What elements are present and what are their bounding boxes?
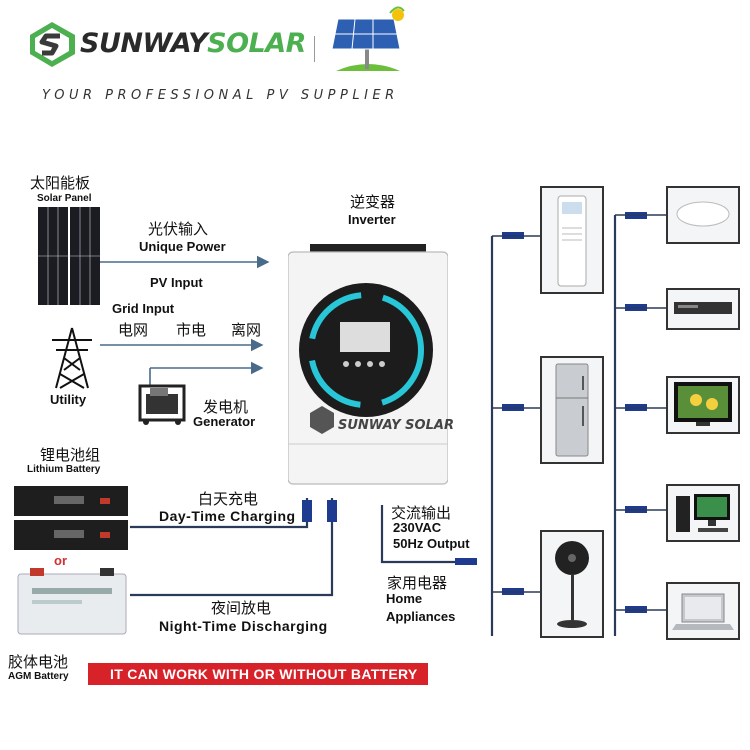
inverter-label-en: Inverter [348, 212, 396, 227]
lithium-label-en: Lithium Battery [27, 464, 101, 475]
generator-label-cn: 发电机 [203, 398, 249, 416]
utility-label: Utility [50, 392, 87, 407]
grid-cn-2: 市电 [176, 321, 207, 339]
grid-cn-1: 电网 [118, 321, 149, 339]
solar-panel-label-en: Solar Panel [37, 193, 92, 204]
brand-name-part2: SOLAR [207, 28, 306, 59]
header-divider [314, 36, 315, 62]
agm-label-en: AGM Battery [8, 671, 69, 682]
solar-panel-label-cn: 太阳能板 [30, 174, 91, 192]
brand-name-part1: SUNWAY [80, 28, 208, 59]
appliances-label-cn: 家用电器 [387, 574, 448, 592]
tagline: YOUR PROFESSIONAL PV SUPPLIER [42, 88, 399, 103]
output-line2: 50Hz Output [393, 536, 470, 551]
appliances-label-en1: Home [386, 591, 423, 606]
television-image [666, 376, 740, 434]
output-label-cn: 交流输出 [391, 504, 452, 522]
air-conditioner-image [540, 186, 604, 294]
inverter-brand: SUNWAY SOLAR [338, 418, 454, 433]
grid-input-title: Grid Input [112, 301, 175, 316]
or-label: or [54, 553, 67, 568]
agm-label-cn: 胶体电池 [8, 653, 69, 671]
lithium-label-cn: 锂电池组 [40, 446, 101, 464]
pv-link-en1: Unique Power [139, 239, 226, 254]
laptop-image [666, 582, 740, 640]
agm-battery-image [16, 568, 128, 636]
night-discharging-en: Night-Time Discharging [159, 618, 328, 634]
header-solar-icon [328, 5, 408, 77]
night-discharging-cn: 夜间放电 [211, 599, 272, 617]
day-charging-cn: 白天充电 [198, 490, 259, 508]
utility-tower-icon [48, 326, 96, 390]
brand-name: SUNWAYSOLAR [80, 28, 306, 59]
generator-label-en: Generator [193, 414, 256, 429]
appliances-label-en2: Appliances [386, 609, 456, 624]
desktop-computer-image [666, 484, 740, 542]
refrigerator-image [540, 356, 604, 464]
output-line1: 230VAC [393, 520, 442, 535]
lithium-battery-image [14, 486, 128, 552]
battery-banner: IT CAN WORK WITH OR WITHOUT BATTERY [88, 663, 428, 685]
pv-link-en2: PV Input [150, 275, 203, 290]
day-charging-en: Day-Time Charging [159, 508, 296, 524]
standing-fan-image [540, 530, 604, 638]
inverter-label-cn: 逆变器 [350, 193, 396, 211]
battery-banner-text: IT CAN WORK WITH OR WITHOUT BATTERY [110, 666, 418, 682]
brand-logo-icon [30, 22, 75, 67]
ceiling-light-image [666, 186, 740, 244]
generator-image [136, 382, 188, 426]
dvd-player-image [666, 288, 740, 330]
solar-panel-image [38, 207, 100, 305]
pv-link-cn: 光伏输入 [148, 220, 209, 238]
grid-cn-3: 离网 [231, 321, 262, 339]
inverter-device [288, 244, 448, 490]
brand-logo [30, 22, 75, 67]
